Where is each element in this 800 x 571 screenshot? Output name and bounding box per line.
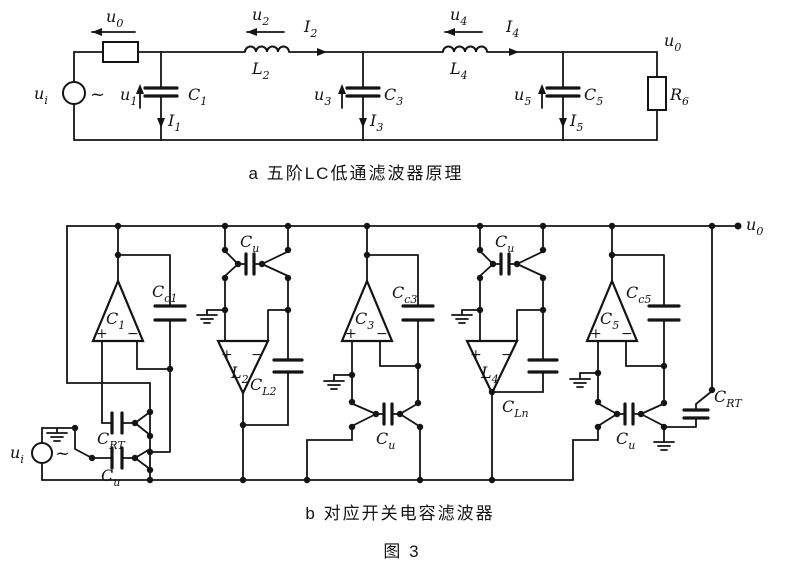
label-cln: CLn — [502, 397, 529, 420]
label-u3: u3 — [314, 85, 331, 108]
inductor-l2-symbol — [244, 45, 290, 53]
opamp-c3-minus: − — [376, 326, 388, 342]
label-i5: I5 — [569, 111, 583, 134]
source-wave-glyph-a: ~ — [90, 84, 105, 105]
i5-arrowhead — [559, 118, 567, 128]
source-resistor-symbol — [102, 41, 139, 63]
label-opamp-c3: C3 — [355, 309, 374, 332]
label-i2: I2 — [303, 17, 317, 40]
label-cc1: Cc1 — [152, 282, 177, 305]
label-u4: u4 — [450, 5, 467, 28]
ac-source-symbol — [62, 81, 86, 105]
r6-resistor-symbol — [647, 76, 667, 111]
opamp-c5-plus: + — [590, 326, 602, 342]
u0-in-arrow — [91, 28, 136, 36]
caption-b: b 对应开关电容滤波器 — [305, 504, 494, 523]
label-cu-top2: Cu — [495, 232, 514, 255]
label-cu-bottom2: Cu — [616, 429, 635, 452]
label-cl2: CL2 — [250, 375, 277, 398]
label-u0-out-a: u0 — [664, 31, 681, 54]
stage-c5-wiring — [572, 254, 713, 481]
label-cu-in: Cu — [101, 466, 120, 489]
capacitor-c5 — [545, 51, 581, 141]
label-ui-a: ui — [34, 84, 48, 107]
source-wave-glyph-b: ~ — [55, 443, 70, 464]
label-cu-top1: Cu — [240, 232, 259, 255]
i4-arrowhead — [509, 48, 519, 56]
caption-a: a 五阶LC低通滤波器原理 — [249, 164, 464, 183]
junction-dots — [71, 222, 742, 484]
label-opamp-l2: L2 — [230, 363, 249, 386]
input-network-wiring — [31, 411, 151, 481]
label-c5: C5 — [584, 85, 603, 108]
i2-arrowhead — [317, 48, 327, 56]
u2-arrow — [246, 28, 285, 36]
inductor-l4-symbol — [442, 45, 488, 53]
opamp-l2 — [216, 339, 270, 396]
capacitor-c1 — [143, 51, 179, 141]
label-c3: C3 — [384, 85, 403, 108]
label-cu-bottom1: Cu — [376, 429, 395, 452]
opamp-l2-plus: + — [221, 347, 233, 363]
label-u2: u2 — [252, 5, 269, 28]
label-i4: I4 — [505, 17, 519, 40]
opamp-l2-minus: − — [251, 347, 263, 363]
label-crt-out: CRT — [714, 387, 743, 410]
i3-arrowhead — [359, 118, 367, 128]
label-cc3: Cc3 — [392, 283, 417, 306]
u1-arrow — [136, 84, 144, 109]
stage-c1-wiring — [101, 254, 187, 453]
u3-arrow — [338, 84, 346, 109]
opamp-c1 — [91, 278, 145, 343]
label-ui-b: ui — [10, 443, 24, 466]
opamp-c1-plus: + — [96, 326, 108, 342]
label-u0-in: u0 — [106, 7, 123, 30]
opamp-l4-minus: − — [501, 347, 513, 363]
u4-arrow — [444, 28, 483, 36]
label-u1: u1 — [120, 85, 137, 108]
label-opamp-c1: C1 — [106, 309, 125, 332]
opamp-l4 — [465, 339, 519, 396]
opamp-c3 — [340, 278, 394, 343]
i1-arrowhead — [157, 118, 165, 128]
label-crt-in: CRT — [97, 429, 126, 452]
label-c1: C1 — [188, 85, 207, 108]
opamp-c3-plus: + — [345, 326, 357, 342]
figure-number: 图 3 — [383, 542, 420, 561]
label-i1: I1 — [167, 111, 181, 134]
ac-source-symbol-b — [31, 442, 53, 464]
u5-arrow — [538, 84, 546, 109]
stage-l4-wiring — [461, 251, 559, 481]
label-i3: I3 — [369, 111, 383, 134]
label-r6: R6 — [669, 85, 689, 108]
label-u5: u5 — [514, 85, 531, 108]
label-u0-out-b: u0 — [746, 215, 763, 238]
lc-filter-schematic: ui ~ u0 u1 C1 I1 u2 L2 I2 u3 C3 I3 u4 L4… — [34, 5, 689, 141]
opamp-l4-plus: + — [470, 347, 482, 363]
ground-symbols — [46, 309, 675, 451]
opamp-c1-minus: − — [127, 326, 139, 342]
opamp-c5 — [585, 278, 639, 343]
label-opamp-c5: C5 — [600, 309, 619, 332]
opamp-c5-minus: − — [621, 326, 633, 342]
label-cc5: Cc5 — [626, 283, 651, 306]
sc-filter-schematic: Cc1 C1 + − Cu L2 + − CL2 Cc3 C3 + − Cu L… — [10, 215, 763, 489]
label-l4: L4 — [449, 59, 468, 82]
stage-c3-wiring — [306, 254, 435, 481]
label-l2: L2 — [251, 59, 270, 82]
label-opamp-l4: L4 — [480, 363, 499, 386]
